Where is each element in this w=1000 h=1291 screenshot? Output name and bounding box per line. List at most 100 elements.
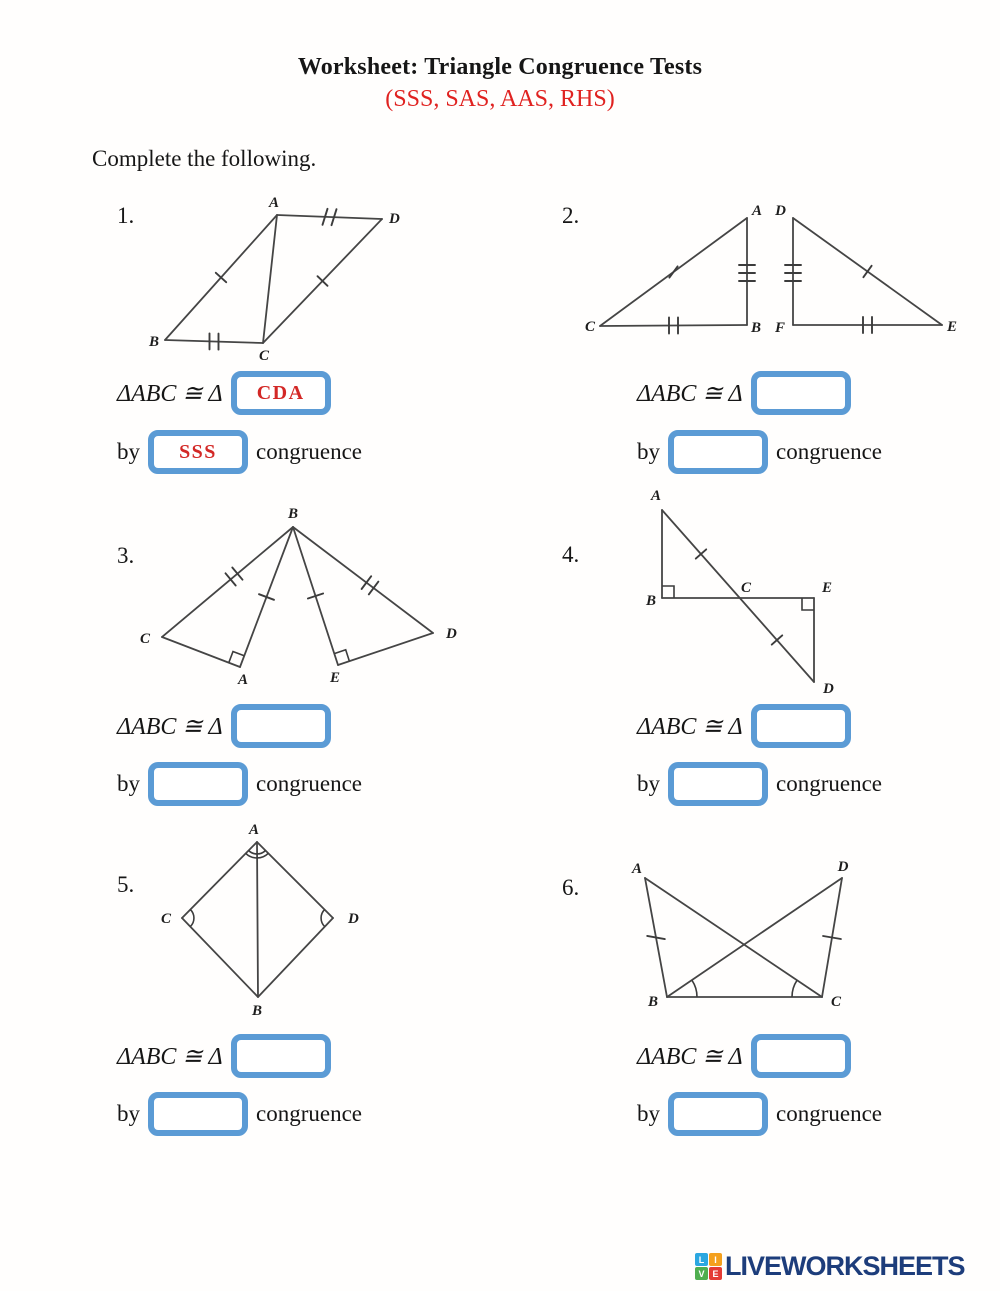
congruence-label: congruence xyxy=(776,771,882,796)
vertex-label-f: F xyxy=(774,320,785,336)
vertex-label-a: A xyxy=(631,861,642,877)
vertex-label-c: C xyxy=(741,580,752,596)
congruence-label: congruence xyxy=(776,1101,882,1126)
problem-4-test-answer-input[interactable] xyxy=(668,762,768,806)
equation-prefix: ΔABC ≅ Δ xyxy=(637,713,743,740)
vertex-labels: A D B C xyxy=(631,859,849,1010)
triangle-answer-value: CDA xyxy=(256,381,305,404)
problem-4-figure: A B C E D xyxy=(645,488,834,697)
logo-tile-i: I xyxy=(709,1253,722,1266)
tick-marks xyxy=(668,264,873,335)
problem-3-equation-line: ΔABC ≅ Δ xyxy=(117,703,331,749)
by-label: by xyxy=(117,439,140,464)
problem-6-figure: A D B C xyxy=(631,859,849,1010)
problem-5-test-answer-input[interactable] xyxy=(148,1092,248,1136)
vertex-labels: A B C D xyxy=(161,822,359,1019)
problem-1-equation-line: ΔABC ≅ Δ CDA xyxy=(117,370,331,416)
problem-6-number: 6. xyxy=(562,875,580,900)
equation-prefix: ΔABC ≅ Δ xyxy=(117,713,223,740)
vertex-labels: A D B C xyxy=(148,195,400,364)
logo-tile-v: V xyxy=(695,1267,708,1280)
vertex-label-d: D xyxy=(837,859,849,875)
problem-2-triangle-answer-input[interactable] xyxy=(750,371,851,415)
equation-prefix: ΔABC ≅ Δ xyxy=(637,380,743,407)
problem-3-test-answer-input[interactable] xyxy=(148,762,248,806)
vertex-label-d: D xyxy=(822,681,834,697)
problem-2-test-line: by congruence xyxy=(637,429,882,475)
problem-5-triangle-answer-input[interactable] xyxy=(230,1034,331,1078)
congruence-label: congruence xyxy=(256,1101,362,1126)
vertex-label-c: C xyxy=(831,994,842,1010)
instruction-text: Complete the following. xyxy=(92,146,317,171)
by-label: by xyxy=(637,1101,660,1126)
angle-arcs xyxy=(189,849,326,928)
problem-5-equation-line: ΔABC ≅ Δ xyxy=(117,1033,331,1079)
liveworksheets-logo-icon: L I V E xyxy=(695,1253,722,1280)
triangle-edges xyxy=(181,841,334,998)
problem-3-test-line: by congruence xyxy=(117,761,362,807)
by-label: by xyxy=(117,771,140,796)
vertex-label-d: D xyxy=(774,203,786,219)
by-label: by xyxy=(637,439,660,464)
problem-6-test-line: by congruence xyxy=(637,1091,882,1137)
problem-6-triangle-answer-input[interactable] xyxy=(750,1034,851,1078)
angle-arcs xyxy=(691,979,798,998)
triangle-edges xyxy=(161,526,434,668)
problem-2-number: 2. xyxy=(562,203,580,228)
tick-marks xyxy=(646,934,842,941)
problem-1-triangle-answer-input[interactable]: CDA xyxy=(230,371,331,415)
vertex-label-c: C xyxy=(161,911,172,927)
vertex-label-e: E xyxy=(329,670,340,686)
problem-3-triangle-answer-input[interactable] xyxy=(230,704,331,748)
logo-tile-e: E xyxy=(709,1267,722,1280)
vertex-label-b: B xyxy=(750,320,761,336)
congruence-label: congruence xyxy=(256,439,362,464)
liveworksheets-logo: L I V E LIVEWORKSHEETS xyxy=(695,1251,966,1282)
problem-2-test-answer-input[interactable] xyxy=(668,430,768,474)
tick-marks xyxy=(224,566,380,601)
problem-1-test-line: by SSS congruence xyxy=(117,429,362,475)
vertex-labels: A B C D F E xyxy=(585,203,957,336)
equation-prefix: ΔABC ≅ Δ xyxy=(637,1043,743,1070)
vertex-label-e: E xyxy=(821,580,832,596)
logo-tile-l: L xyxy=(695,1253,708,1266)
vertex-label-a: A xyxy=(751,203,762,219)
vertex-label-a: A xyxy=(268,195,279,211)
vertex-label-b: B xyxy=(287,506,298,522)
right-angle-marks xyxy=(228,648,351,663)
by-label: by xyxy=(117,1101,140,1126)
vertex-label-d: D xyxy=(347,911,359,927)
tick-marks xyxy=(208,207,338,351)
vertex-label-b: B xyxy=(251,1003,262,1019)
problem-5-figure: A B C D xyxy=(161,822,359,1019)
vertex-labels: B C A E D xyxy=(140,506,457,688)
by-label: by xyxy=(637,771,660,796)
vertex-label-b: B xyxy=(148,334,159,350)
problem-4-equation-line: ΔABC ≅ Δ xyxy=(637,703,851,749)
vertex-label-a: A xyxy=(248,822,259,838)
problem-6-test-answer-input[interactable] xyxy=(668,1092,768,1136)
problem-4-test-line: by congruence xyxy=(637,761,882,807)
problem-6-equation-line: ΔABC ≅ Δ xyxy=(637,1033,851,1079)
vertex-label-d: D xyxy=(388,211,400,227)
vertex-label-a: A xyxy=(650,488,661,504)
congruence-label: congruence xyxy=(776,439,882,464)
problem-1-figure: A D B C xyxy=(148,195,400,364)
problem-5-number: 5. xyxy=(117,872,135,897)
problem-2-equation-line: ΔABC ≅ Δ xyxy=(637,370,851,416)
vertex-labels: A B C E D xyxy=(645,488,834,697)
congruence-label: congruence xyxy=(256,771,362,796)
problem-4-triangle-answer-input[interactable] xyxy=(750,704,851,748)
right-angle-marks xyxy=(662,585,814,611)
problem-2-figure: A B C D F E xyxy=(585,203,957,336)
equation-prefix: ΔABC ≅ Δ xyxy=(117,380,223,407)
triangle-edges xyxy=(644,877,843,998)
page-subtitle: (SSS, SAS, AAS, RHS) xyxy=(385,86,615,112)
vertex-label-b: B xyxy=(647,994,658,1010)
problem-1-test-answer-input[interactable]: SSS xyxy=(148,430,248,474)
equation-prefix: ΔABC ≅ Δ xyxy=(117,1043,223,1070)
page-title: Worksheet: Triangle Congruence Tests xyxy=(297,54,703,80)
problem-4-number: 4. xyxy=(562,542,580,567)
triangle-edges xyxy=(599,217,943,327)
liveworksheets-logo-text: LIVEWORKSHEETS xyxy=(725,1251,966,1281)
